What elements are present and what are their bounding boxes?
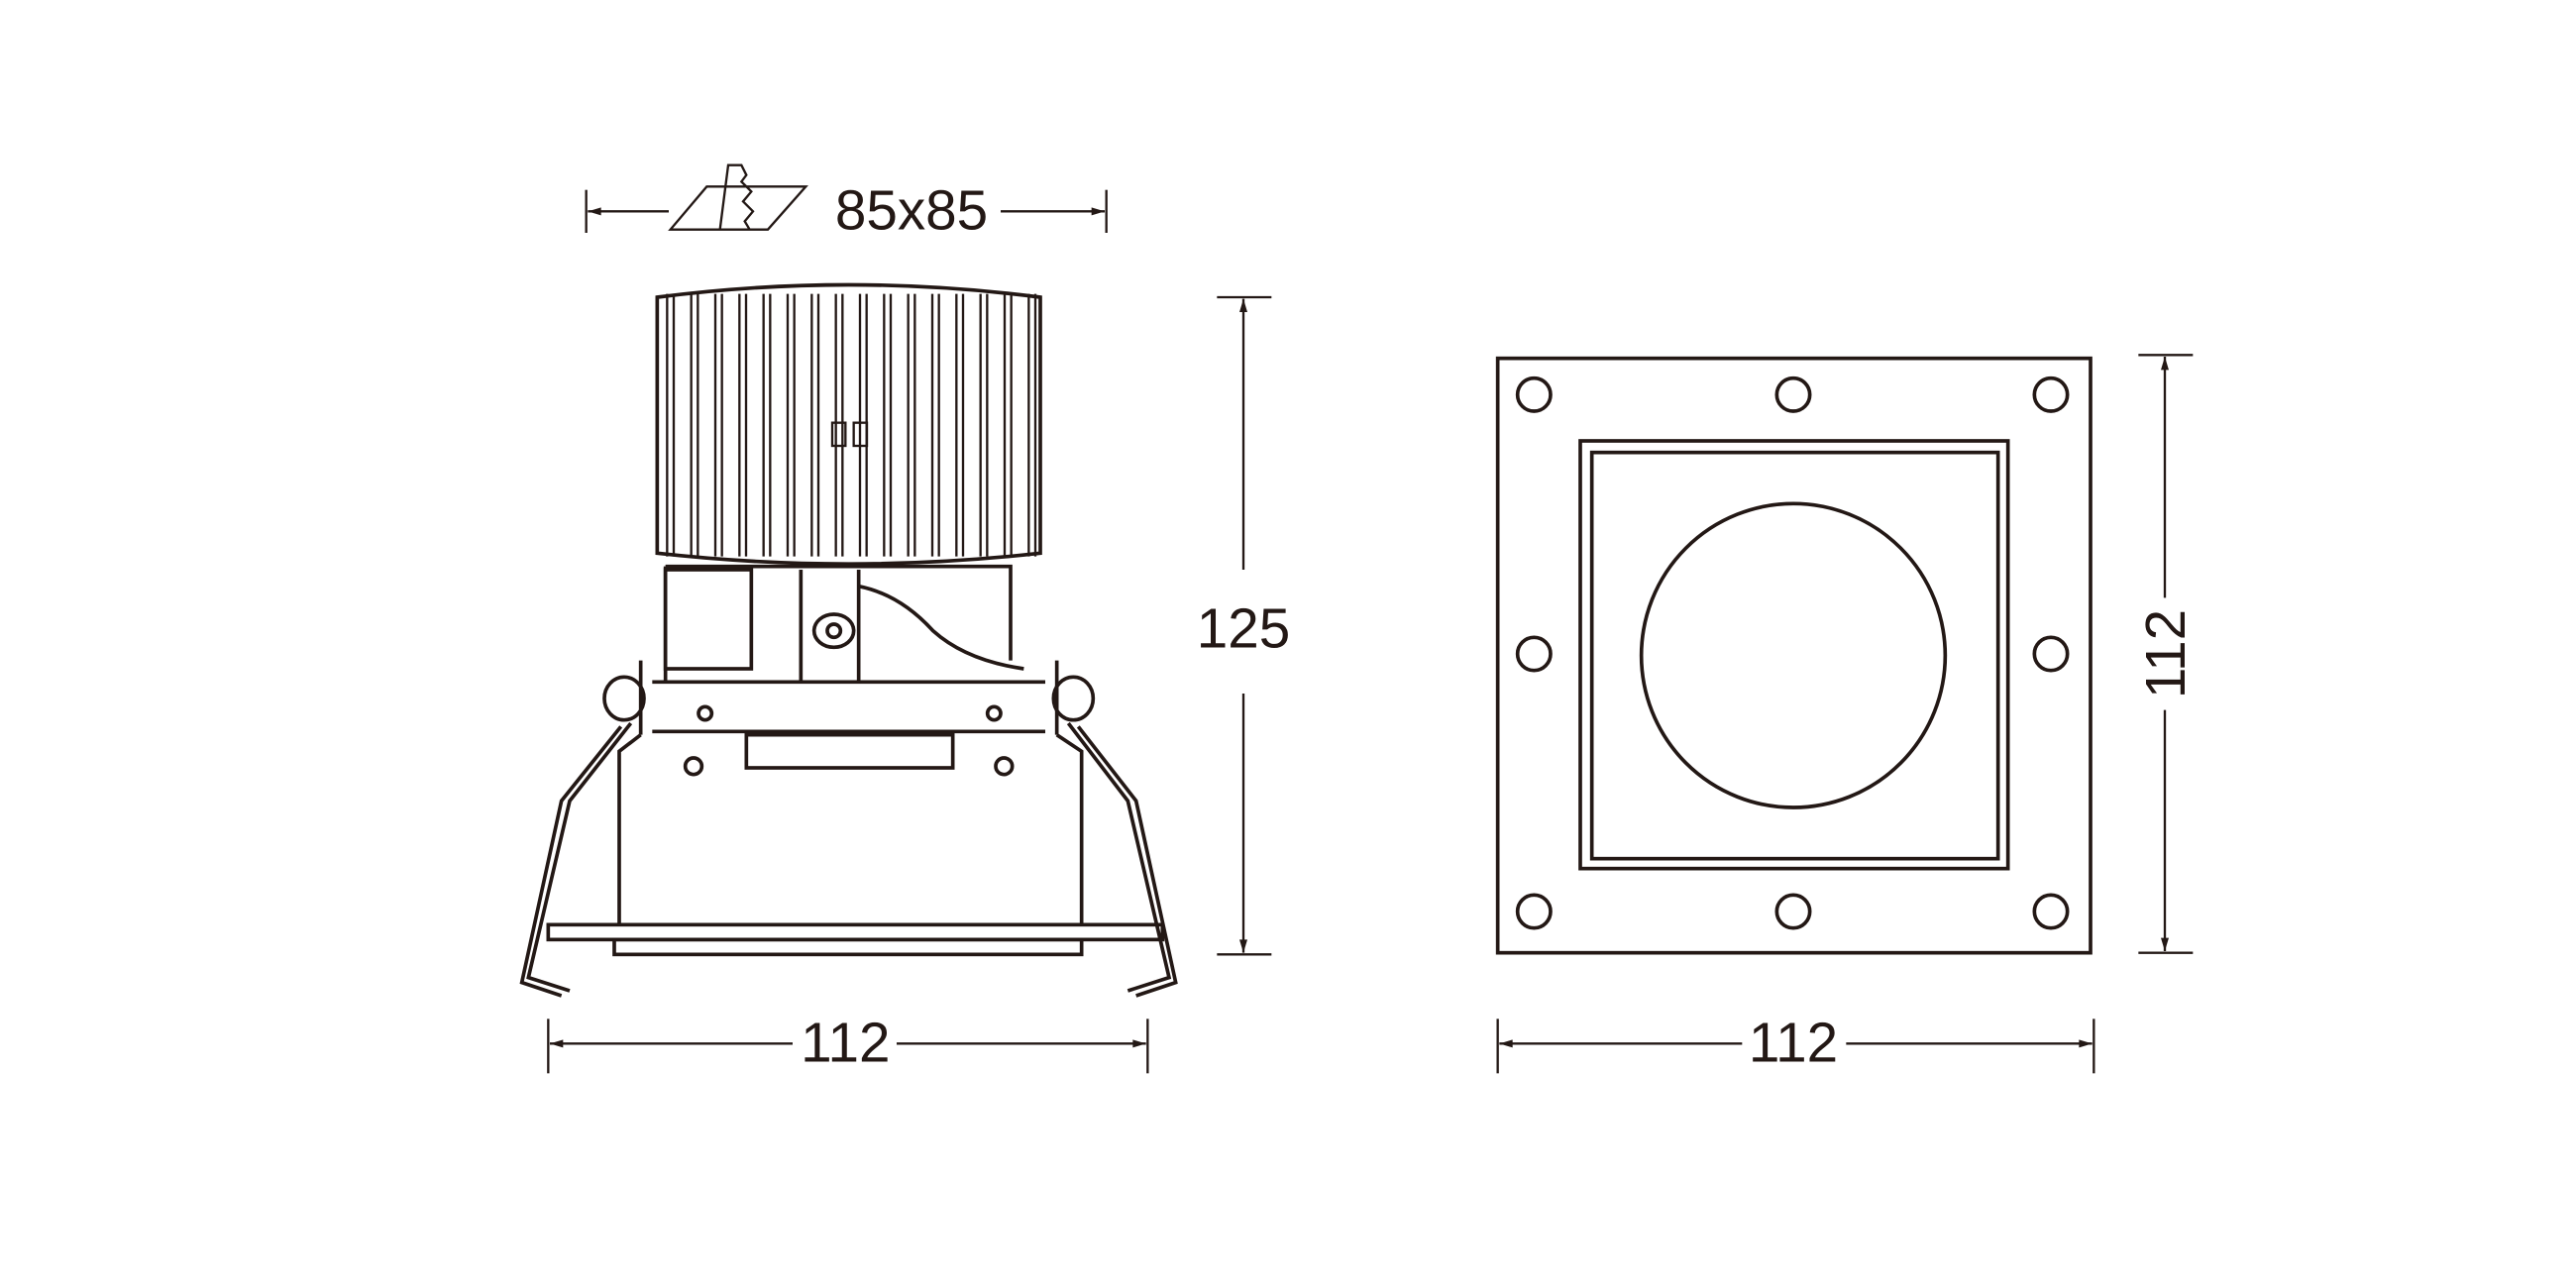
side-width-dimension: 112 (547, 1013, 1149, 1075)
screw-hole (1515, 893, 1553, 930)
screw-hole (1774, 893, 1812, 930)
mounting-flange (546, 660, 1165, 957)
side-width-label: 112 (801, 1013, 890, 1075)
side-view (519, 282, 1178, 998)
front-height-label: 112 (2135, 609, 2198, 698)
screw-hole (1515, 376, 1553, 413)
front-height-dimension: 112 (2135, 354, 2198, 954)
cutout-icon (668, 163, 808, 231)
lens (1639, 501, 1948, 809)
cutout-label: 85x85 (835, 180, 988, 243)
heatsink (655, 282, 1042, 566)
screw-hole (2032, 893, 2070, 930)
screw-hole (1515, 635, 1553, 673)
screw-hole (2032, 376, 2070, 413)
front-width-dimension: 112 (1496, 1013, 2095, 1075)
driver-housing (663, 564, 1024, 683)
front-width-label: 112 (1749, 1013, 1838, 1075)
spring-clips (519, 675, 1178, 998)
front-view (1495, 356, 2093, 955)
height-label: 125 (1197, 597, 1291, 660)
height-dimension: 125 (1197, 295, 1291, 956)
screw-hole (1774, 376, 1812, 413)
screw-holes (1515, 376, 2070, 930)
screw-hole (2032, 635, 2070, 673)
cutout-dimension: 85x85 (585, 163, 1108, 243)
